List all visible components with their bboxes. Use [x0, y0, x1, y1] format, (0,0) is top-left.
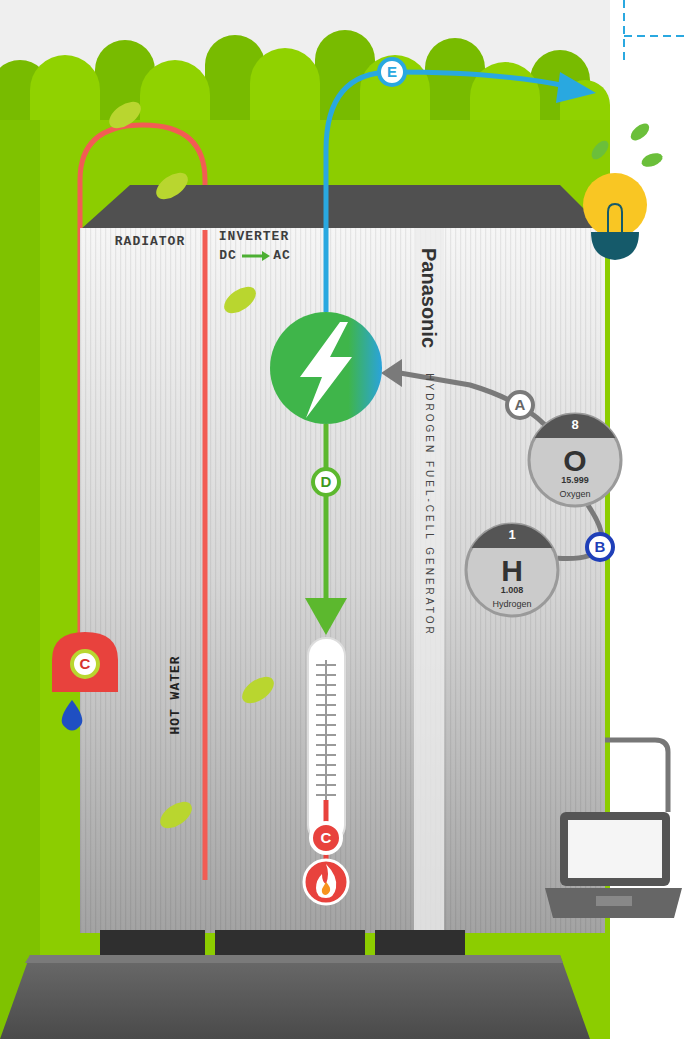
- cabinet: [80, 228, 605, 933]
- element-tile: 8O15.999Oxygen: [527, 412, 623, 508]
- laptop: [545, 888, 682, 918]
- laptop: [560, 812, 670, 886]
- brand-name: Panasonic: [418, 248, 440, 348]
- leaves: [152, 167, 193, 204]
- light-bulb: [608, 204, 622, 232]
- background: [0, 120, 610, 1039]
- water-tap: [52, 632, 118, 731]
- element-tile: 1H1.008Hydrogen: [464, 522, 560, 618]
- cabinet: [25, 955, 563, 963]
- oxygen-arrow: [381, 359, 545, 425]
- heat-arrow: [305, 598, 347, 635]
- inverter-arrow: [242, 251, 270, 261]
- burner-flame: [316, 864, 336, 898]
- electricity-line: [556, 72, 596, 103]
- element-disc: [529, 414, 621, 506]
- signal-label: AC: [273, 249, 291, 263]
- laptop: [605, 740, 668, 812]
- element-disc: [466, 524, 558, 616]
- electricity-line: [326, 72, 596, 312]
- light-bulb: [640, 151, 665, 170]
- background: [0, 120, 40, 1039]
- element-name: Oxygen: [559, 490, 590, 500]
- inverter-arrow: [242, 255, 264, 258]
- light-bulb: [583, 120, 664, 260]
- product-name: HYDROGEN FUEL-CELL GENERATOR: [424, 373, 435, 636]
- callout-letter: C: [70, 649, 100, 679]
- cabinet: [414, 228, 444, 933]
- light-bulb: [583, 173, 647, 237]
- inverter-arrow: [262, 251, 270, 261]
- oxygen-arrow: [381, 359, 402, 387]
- callout-letter: B: [585, 532, 615, 562]
- callout-letter: E: [377, 57, 407, 87]
- dashed-guide: [623, 0, 625, 60]
- burner-flame: [304, 860, 348, 904]
- element-symbol: O: [563, 444, 586, 477]
- laptop: [568, 820, 662, 878]
- water-tap: [52, 632, 118, 692]
- element-cap: [535, 414, 616, 438]
- part-label: HOT WATER: [169, 655, 183, 734]
- cabinet: [0, 185, 605, 1039]
- heat-arrow: [324, 424, 329, 600]
- atomic-mass: 1.008: [501, 586, 524, 596]
- callout-letter: C: [309, 821, 343, 855]
- laptop: [596, 896, 632, 906]
- leaves: [220, 281, 261, 318]
- red-pipe-inner: [203, 230, 208, 880]
- light-bulb: [591, 232, 639, 260]
- burner-flame: [304, 860, 348, 904]
- atomic-number: 8: [571, 418, 578, 432]
- leaves: [238, 671, 279, 708]
- element-symbol: H: [501, 554, 523, 587]
- thermometer: [308, 638, 345, 862]
- dashed-guide: [624, 35, 687, 37]
- leaves: [156, 796, 197, 833]
- heat-arrow: [305, 424, 347, 635]
- fuel-cell-stack: [270, 312, 382, 424]
- element-name: Hydrogen: [492, 600, 531, 610]
- callout-letter: A: [505, 390, 535, 420]
- cabinet: [0, 955, 590, 1039]
- red-pipe-inner: [205, 230, 206, 880]
- part-label: INVERTER: [219, 230, 289, 244]
- atomic-mass: 15.999: [561, 476, 589, 486]
- fuel-cell-stack: [300, 322, 352, 418]
- oxygen-arrow: [400, 373, 545, 425]
- light-bulb: [628, 120, 653, 143]
- light-bulb: [588, 138, 611, 163]
- atomic-number: 1: [508, 528, 515, 542]
- fuel-cell-stack: [270, 312, 382, 424]
- cabinet: [80, 228, 605, 933]
- leaves: [105, 96, 279, 833]
- electricity-line: [326, 72, 566, 312]
- leaves: [105, 96, 146, 133]
- water-tap: [62, 700, 83, 731]
- callout-letter: D: [311, 467, 341, 497]
- element-cap: [472, 524, 553, 548]
- thermometer: [308, 638, 345, 843]
- burner-flame: [322, 882, 330, 895]
- signal-label: DC: [219, 249, 237, 263]
- part-label: RADIATOR: [115, 235, 185, 249]
- dashed-guide: [624, 0, 687, 60]
- laptop: [545, 740, 682, 918]
